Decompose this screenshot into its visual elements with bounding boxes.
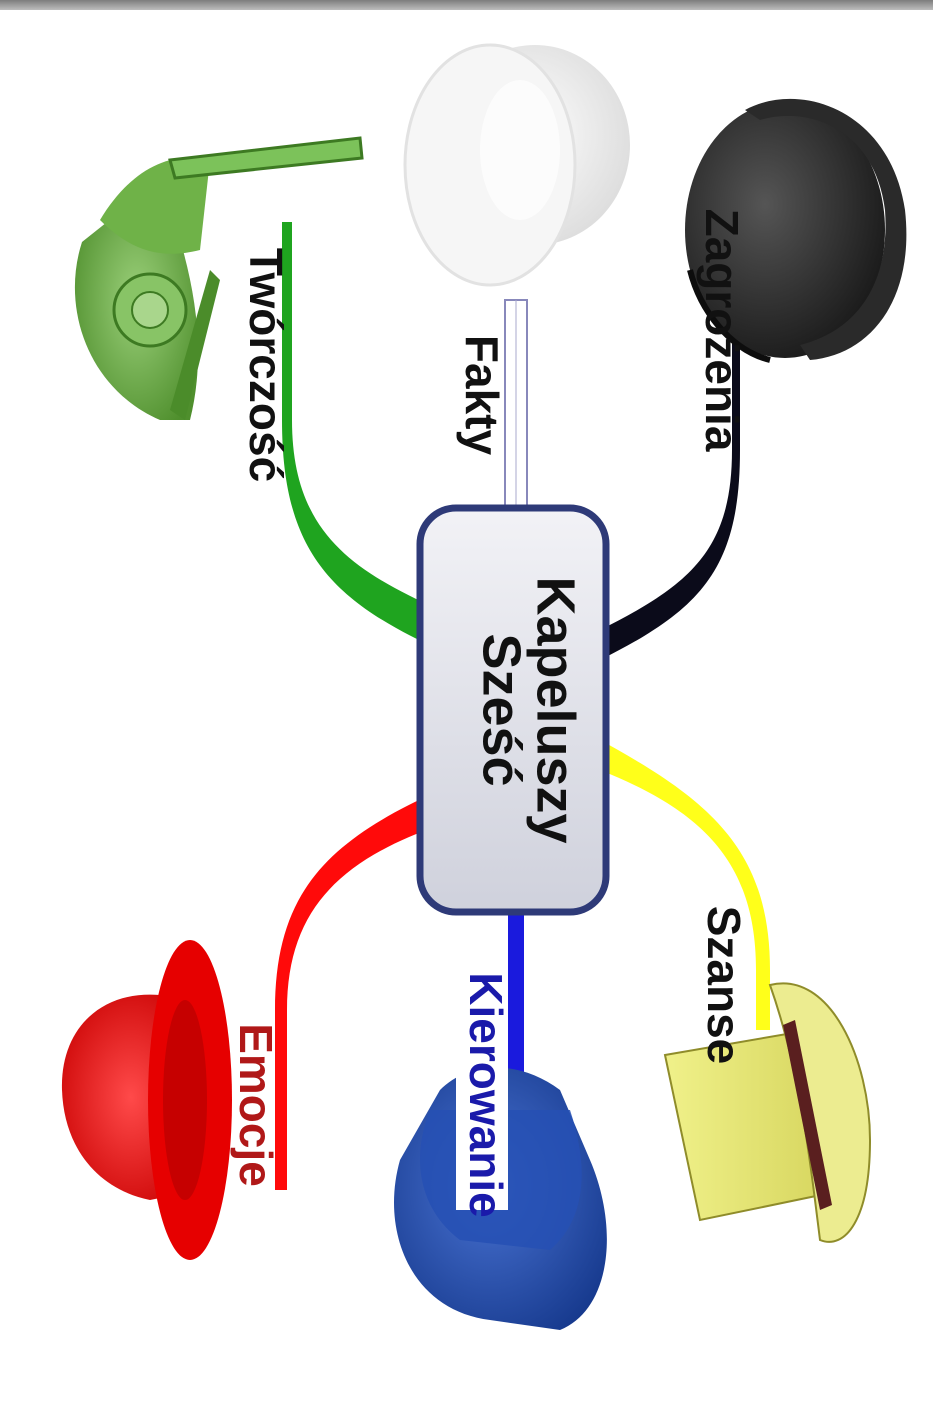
center-title-line2: Kapeluszy [526, 576, 586, 843]
white-hat-icon [403, 43, 630, 287]
branch-red [275, 790, 440, 1190]
label-tworczosc: Twórczość [240, 248, 292, 482]
branch-blue [508, 910, 524, 1080]
label-fakty: Fakty [456, 335, 508, 456]
mind-map-diagram: Sześć Kapeluszy Twórczość Fakty Zagrożen… [61, 43, 907, 1330]
label-kierowanie: Kierowanie [460, 972, 512, 1217]
red-hat-icon [61, 940, 232, 1260]
kierowanie-label-bg [456, 980, 508, 1210]
label-zagrozenia: Zagrożenia [696, 209, 748, 452]
label-emocje: Emocje [230, 1023, 282, 1187]
top-border [0, 0, 933, 10]
branch-black [600, 340, 740, 660]
center-node: Sześć Kapeluszy [416, 504, 610, 916]
branch-green [282, 222, 440, 650]
yellow-hat-icon [663, 982, 872, 1243]
label-szanse: Szanse [698, 906, 750, 1065]
branch-yellow [600, 740, 770, 1030]
branch-white [504, 299, 528, 511]
black-hat-icon [685, 98, 907, 363]
green-hat-icon [74, 136, 364, 420]
center-title-line1: Sześć [472, 633, 532, 786]
